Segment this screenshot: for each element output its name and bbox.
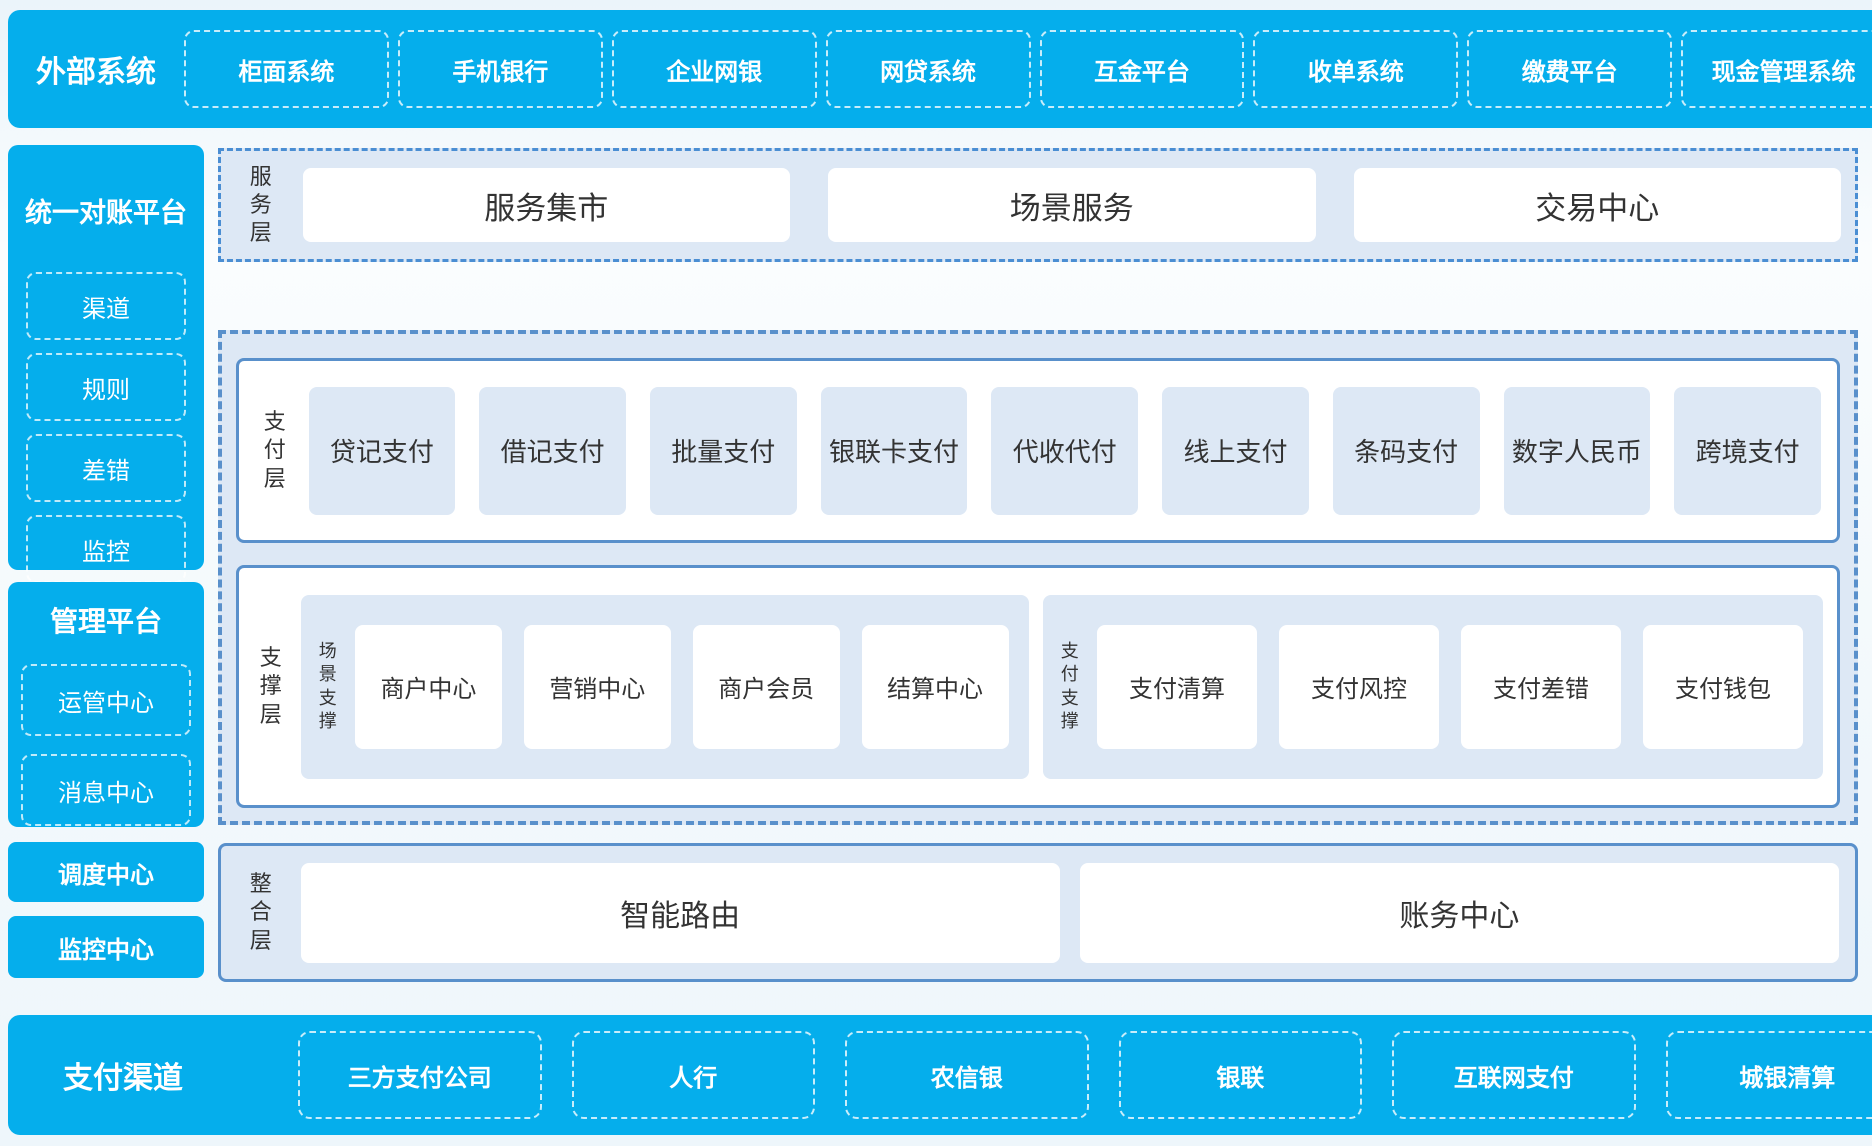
payment-item: 批量支付 bbox=[649, 386, 797, 515]
scene-support-label: 场景支撑 bbox=[318, 641, 337, 731]
external-system-item: 缴费平台 bbox=[1467, 30, 1673, 108]
external-system-item: 手机银行 bbox=[397, 30, 603, 108]
support-layer-groups: 场景支撑 商户中心营销中心商户会员结算中心 支付支撑 支付清算支付风控支付差错支… bbox=[300, 594, 1823, 779]
dispatch-center-block: 调度中心 bbox=[8, 842, 204, 902]
payment-item: 代收代付 bbox=[991, 386, 1139, 515]
support-layer-label: 支撑层 bbox=[259, 645, 282, 727]
integration-layer-items: 智能路由账务中心 bbox=[300, 862, 1839, 963]
payment-support-wrapper: 支付层 贷记支付借记支付批量支付银联卡支付代收代付线上支付条码支付数字人民币跨境… bbox=[218, 330, 1858, 825]
payment-channel-item: 三方支付公司 bbox=[298, 1031, 542, 1119]
mgmt-platform-items: 运管中心消息中心 bbox=[8, 664, 204, 826]
support-item: 支付清算 bbox=[1097, 624, 1257, 749]
payment-support-items: 支付清算支付风控支付差错支付钱包 bbox=[1097, 624, 1803, 749]
external-system-item: 网贷系统 bbox=[825, 30, 1031, 108]
recon-item: 规则 bbox=[26, 353, 186, 421]
payment-channels-items: 三方支付公司人行农信银银联互联网支付城银清算 bbox=[298, 1031, 1872, 1119]
external-system-item: 柜面系统 bbox=[184, 30, 389, 108]
recon-item: 差错 bbox=[26, 434, 186, 502]
external-system-item: 互金平台 bbox=[1039, 30, 1245, 108]
payment-layer-label: 支付层 bbox=[263, 409, 286, 491]
service-layer-items: 服务集市场景服务交易中心 bbox=[302, 168, 1841, 242]
payment-support-label: 支付支撑 bbox=[1060, 641, 1079, 731]
support-item: 商户中心 bbox=[355, 624, 502, 749]
recon-platform-items: 渠道规则差错监控 bbox=[8, 272, 204, 583]
payment-item: 银联卡支付 bbox=[820, 386, 968, 515]
monitor-center-block: 监控中心 bbox=[8, 916, 204, 978]
external-system-item: 企业网银 bbox=[611, 30, 817, 108]
recon-platform-block: 统一对账平台 渠道规则差错监控 bbox=[8, 145, 204, 583]
integration-layer-panel: 整合层 智能路由账务中心 bbox=[218, 843, 1858, 982]
support-item: 支付差错 bbox=[1461, 624, 1621, 749]
payment-layer-items: 贷记支付借记支付批量支付银联卡支付代收代付线上支付条码支付数字人民币跨境支付 bbox=[308, 386, 1822, 515]
payment-item: 贷记支付 bbox=[308, 386, 456, 515]
support-item: 支付风控 bbox=[1279, 624, 1439, 749]
service-item: 服务集市 bbox=[302, 168, 790, 242]
payment-channels-title: 支付渠道 bbox=[63, 1062, 183, 1095]
payment-item: 跨境支付 bbox=[1674, 386, 1821, 515]
external-system-item: 现金管理系统 bbox=[1681, 30, 1872, 108]
external-systems-items: 柜面系统手机银行企业网银网贷系统互金平台收单系统缴费平台现金管理系统 bbox=[184, 30, 1872, 108]
mgmt-platform-title: 管理平台 bbox=[49, 606, 162, 637]
support-item: 支付钱包 bbox=[1643, 624, 1803, 749]
service-item: 场景服务 bbox=[828, 168, 1316, 242]
payment-channel-item: 农信银 bbox=[845, 1031, 1089, 1119]
scene-support-group: 场景支撑 商户中心营销中心商户会员结算中心 bbox=[300, 594, 1029, 779]
support-item: 营销中心 bbox=[523, 624, 671, 749]
mgmt-item: 运管中心 bbox=[21, 664, 191, 736]
integration-item: 账务中心 bbox=[1079, 862, 1839, 963]
payment-channel-item: 人行 bbox=[571, 1031, 815, 1119]
service-layer-panel: 服务层 服务集市场景服务交易中心 bbox=[218, 148, 1858, 262]
recon-item: 监控 bbox=[26, 515, 186, 583]
support-item: 结算中心 bbox=[861, 624, 1009, 749]
support-layer-panel: 支撑层 场景支撑 商户中心营销中心商户会员结算中心 支付支撑 支付清算支付风控支… bbox=[236, 565, 1840, 808]
recon-item: 渠道 bbox=[26, 272, 186, 340]
support-item: 商户会员 bbox=[692, 624, 840, 749]
payment-item: 数字人民币 bbox=[1503, 386, 1651, 515]
external-system-item: 收单系统 bbox=[1253, 30, 1459, 108]
payment-channel-item: 银联 bbox=[1118, 1031, 1362, 1119]
payment-layer-panel: 支付层 贷记支付借记支付批量支付银联卡支付代收代付线上支付条码支付数字人民币跨境… bbox=[236, 358, 1840, 543]
recon-platform-title: 统一对账平台 bbox=[25, 198, 187, 228]
payment-support-group: 支付支撑 支付清算支付风控支付差错支付钱包 bbox=[1042, 594, 1823, 779]
payment-item: 线上支付 bbox=[1162, 386, 1309, 515]
service-layer-label: 服务层 bbox=[249, 163, 272, 246]
mgmt-platform-block: 管理平台 运管中心消息中心 bbox=[8, 582, 204, 827]
scene-support-items: 商户中心营销中心商户会员结算中心 bbox=[355, 624, 1009, 749]
external-systems-banner: 外部系统 柜面系统手机银行企业网银网贷系统互金平台收单系统缴费平台现金管理系统 bbox=[8, 10, 1872, 128]
mgmt-item: 消息中心 bbox=[21, 754, 191, 826]
payment-channel-item: 互联网支付 bbox=[1392, 1031, 1636, 1119]
payment-item: 借记支付 bbox=[479, 386, 626, 515]
payment-channels-banner: 支付渠道 三方支付公司人行农信银银联互联网支付城银清算 bbox=[8, 1015, 1872, 1135]
integration-layer-label: 整合层 bbox=[249, 871, 272, 953]
integration-item: 智能路由 bbox=[300, 862, 1060, 963]
service-item: 交易中心 bbox=[1353, 168, 1841, 242]
external-systems-title: 外部系统 bbox=[36, 56, 156, 89]
payment-channel-item: 城银清算 bbox=[1665, 1031, 1872, 1119]
payment-item: 条码支付 bbox=[1332, 386, 1480, 515]
